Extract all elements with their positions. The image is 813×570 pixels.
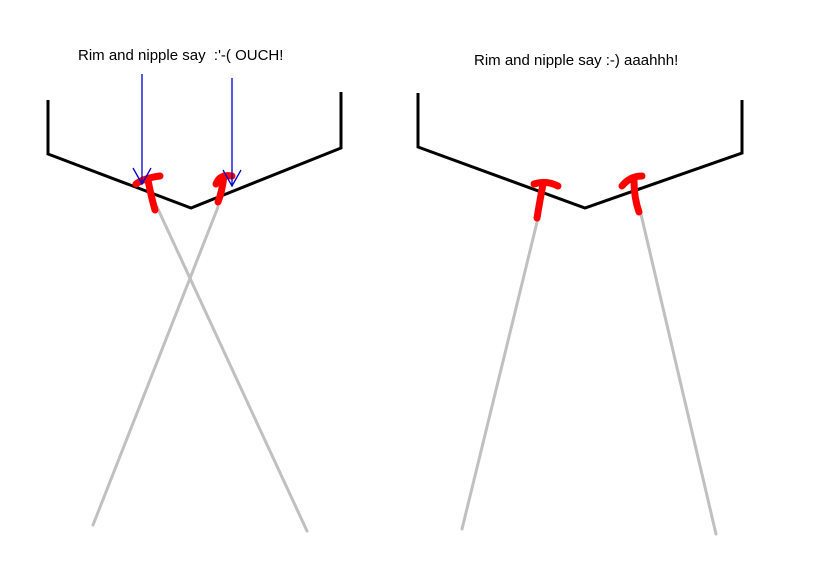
right-rim: [416, 93, 744, 210]
right-spoke-1: [460, 208, 542, 531]
left-rim: [46, 92, 343, 210]
right-spoke-2: [638, 208, 718, 536]
left-nipple-1: [132, 172, 164, 214]
left-spoke-2: [91, 205, 220, 527]
left-nipple-2: [212, 172, 236, 206]
right-nipple-1: [530, 178, 562, 222]
left-spoke-1: [155, 205, 309, 533]
right-panel: [416, 93, 744, 536]
left-panel: [46, 74, 343, 533]
left-caption: Rim and nipple say :'-( OUCH!: [78, 47, 284, 64]
left-arrow-1-head: [132, 167, 152, 186]
left-arrow-2-head: [222, 169, 242, 188]
right-nipple-2: [618, 172, 646, 216]
right-caption: Rim and nipple say :-) aaahhh!: [474, 52, 679, 69]
